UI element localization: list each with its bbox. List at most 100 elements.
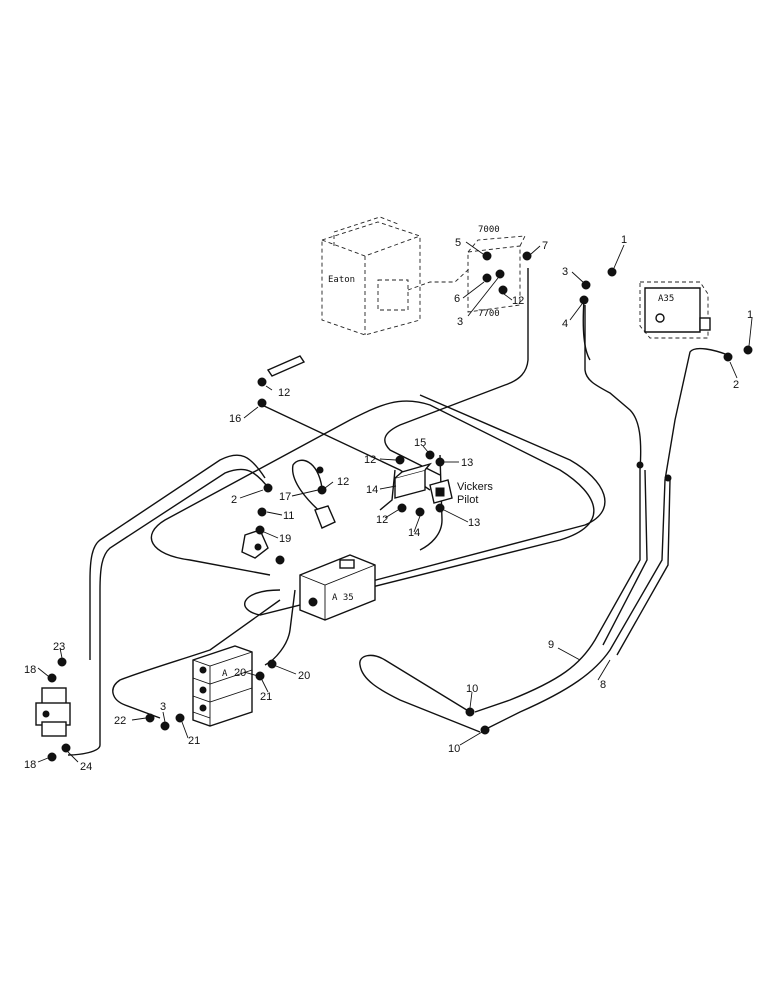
callout-19: 19 [279,533,291,545]
callout-12: 12 [364,454,376,466]
callout-14: 14 [366,484,378,496]
hose-left-upper [89,454,266,660]
fitting-12-lower [397,503,407,513]
callout-12: 12 [512,295,524,307]
block-14 [394,462,432,499]
callout-12: 12 [337,476,349,488]
fitting-3-bottom [160,721,170,731]
fitting-12-manifold [257,377,267,387]
fitting-12-top [498,285,508,295]
fitting-17b [316,466,324,474]
code-7000: 7000 [478,225,500,235]
callout-18: 18 [24,759,36,771]
fitting-center-left [275,555,285,565]
fitting-14-lower [415,507,425,517]
callout-14: 14 [408,527,420,539]
callout-12: 12 [278,387,290,399]
fitting-23 [57,657,67,667]
manifold-bar [266,355,306,377]
callout-24: 24 [80,761,92,773]
fitting-12-center [395,455,405,465]
fitting-5 [482,251,492,261]
fitting-11 [257,507,267,517]
callout-12: 12 [376,514,388,526]
hose-center-vertical-2 [379,469,396,511]
fitting-2-left [263,483,273,493]
callout-3: 3 [457,316,463,328]
callout-22: 22 [114,715,126,727]
callout-17: 17 [279,491,291,503]
fitting-18-bottom [47,752,57,762]
callout-20: 20 [234,667,246,679]
fitting-18-top [47,673,57,683]
callout-3: 3 [562,266,568,278]
callout-13: 13 [468,517,480,529]
fitting-4 [579,295,589,305]
callout-1: 1 [747,309,753,321]
fitting-1-right [743,345,753,355]
callout-10: 10 [466,683,478,695]
valve-bank: A [192,645,253,727]
leader-lines [37,241,753,763]
vickers-pilot-valve: Vickers Pilot [429,479,493,506]
callout-11: 11 [283,510,294,522]
hose-10-loop [359,654,481,733]
callout-23: 23 [53,641,65,653]
callout-7: 7 [542,240,548,252]
callout-9: 9 [548,639,554,651]
fitting-22 [145,713,155,723]
fitting-6 [482,273,492,283]
callout-20: 20 [298,670,310,682]
fitting-13-top [435,457,445,467]
vickers-label-2: Pilot [457,494,478,506]
fitting-21-left [175,713,185,723]
callout-21: 21 [260,691,272,703]
fitting-16 [257,398,267,408]
fitting-13-lower [435,503,445,513]
callout-15: 15 [414,437,426,449]
hose-9 [474,305,642,713]
hose-center-vertical [419,454,443,551]
callout-5: 5 [455,237,461,249]
callout-3: 3 [160,701,166,713]
fitting-3-top [495,269,505,279]
callout-18: 18 [24,664,36,676]
hose-17 [291,459,331,521]
callout-8: 8 [600,679,606,691]
hose-outer-loop [150,400,595,616]
hose-valve-loop [112,599,281,719]
hose-8b [616,479,671,656]
hose-pressure-7 [384,268,529,476]
hose-8 [487,347,729,729]
fitting-10-lower [480,725,490,735]
callout-2: 2 [231,494,237,506]
hose-9b [602,469,648,646]
callout-2: 2 [733,379,739,391]
hose-outer-loop-2 [299,394,606,601]
callout-4: 4 [562,318,568,330]
hose-left-lower [67,468,271,756]
fitting-15 [425,450,435,460]
vickers-label-1: Vickers [457,481,493,493]
fitting-17 [317,485,327,495]
hose-a35-top [582,299,591,361]
valve-19 [241,505,336,559]
manifold-7000: 7000 7700 [467,225,526,319]
fitting-2-right [723,352,733,362]
hose-20 [264,589,296,666]
fitting-24 [61,743,71,753]
fitting-20 [267,659,277,669]
callout-6: 6 [454,293,460,305]
callout-labels: 1 1 2 2 3 3 3 4 5 6 7 8 9 10 10 11 12 12… [24,234,753,773]
cylinder-left [35,687,71,737]
hose-routes [67,268,729,756]
callout-21: 21 [188,735,200,747]
callout-13: 13 [461,457,473,469]
eaton-label: Eaton [328,275,355,285]
fitting-7 [522,251,532,261]
fitting-9-mid [636,461,644,469]
fitting-21-right [255,671,265,681]
eaton-pump: Eaton [321,216,471,336]
callout-16: 16 [229,413,241,425]
valve-bank-label: A [222,669,228,679]
